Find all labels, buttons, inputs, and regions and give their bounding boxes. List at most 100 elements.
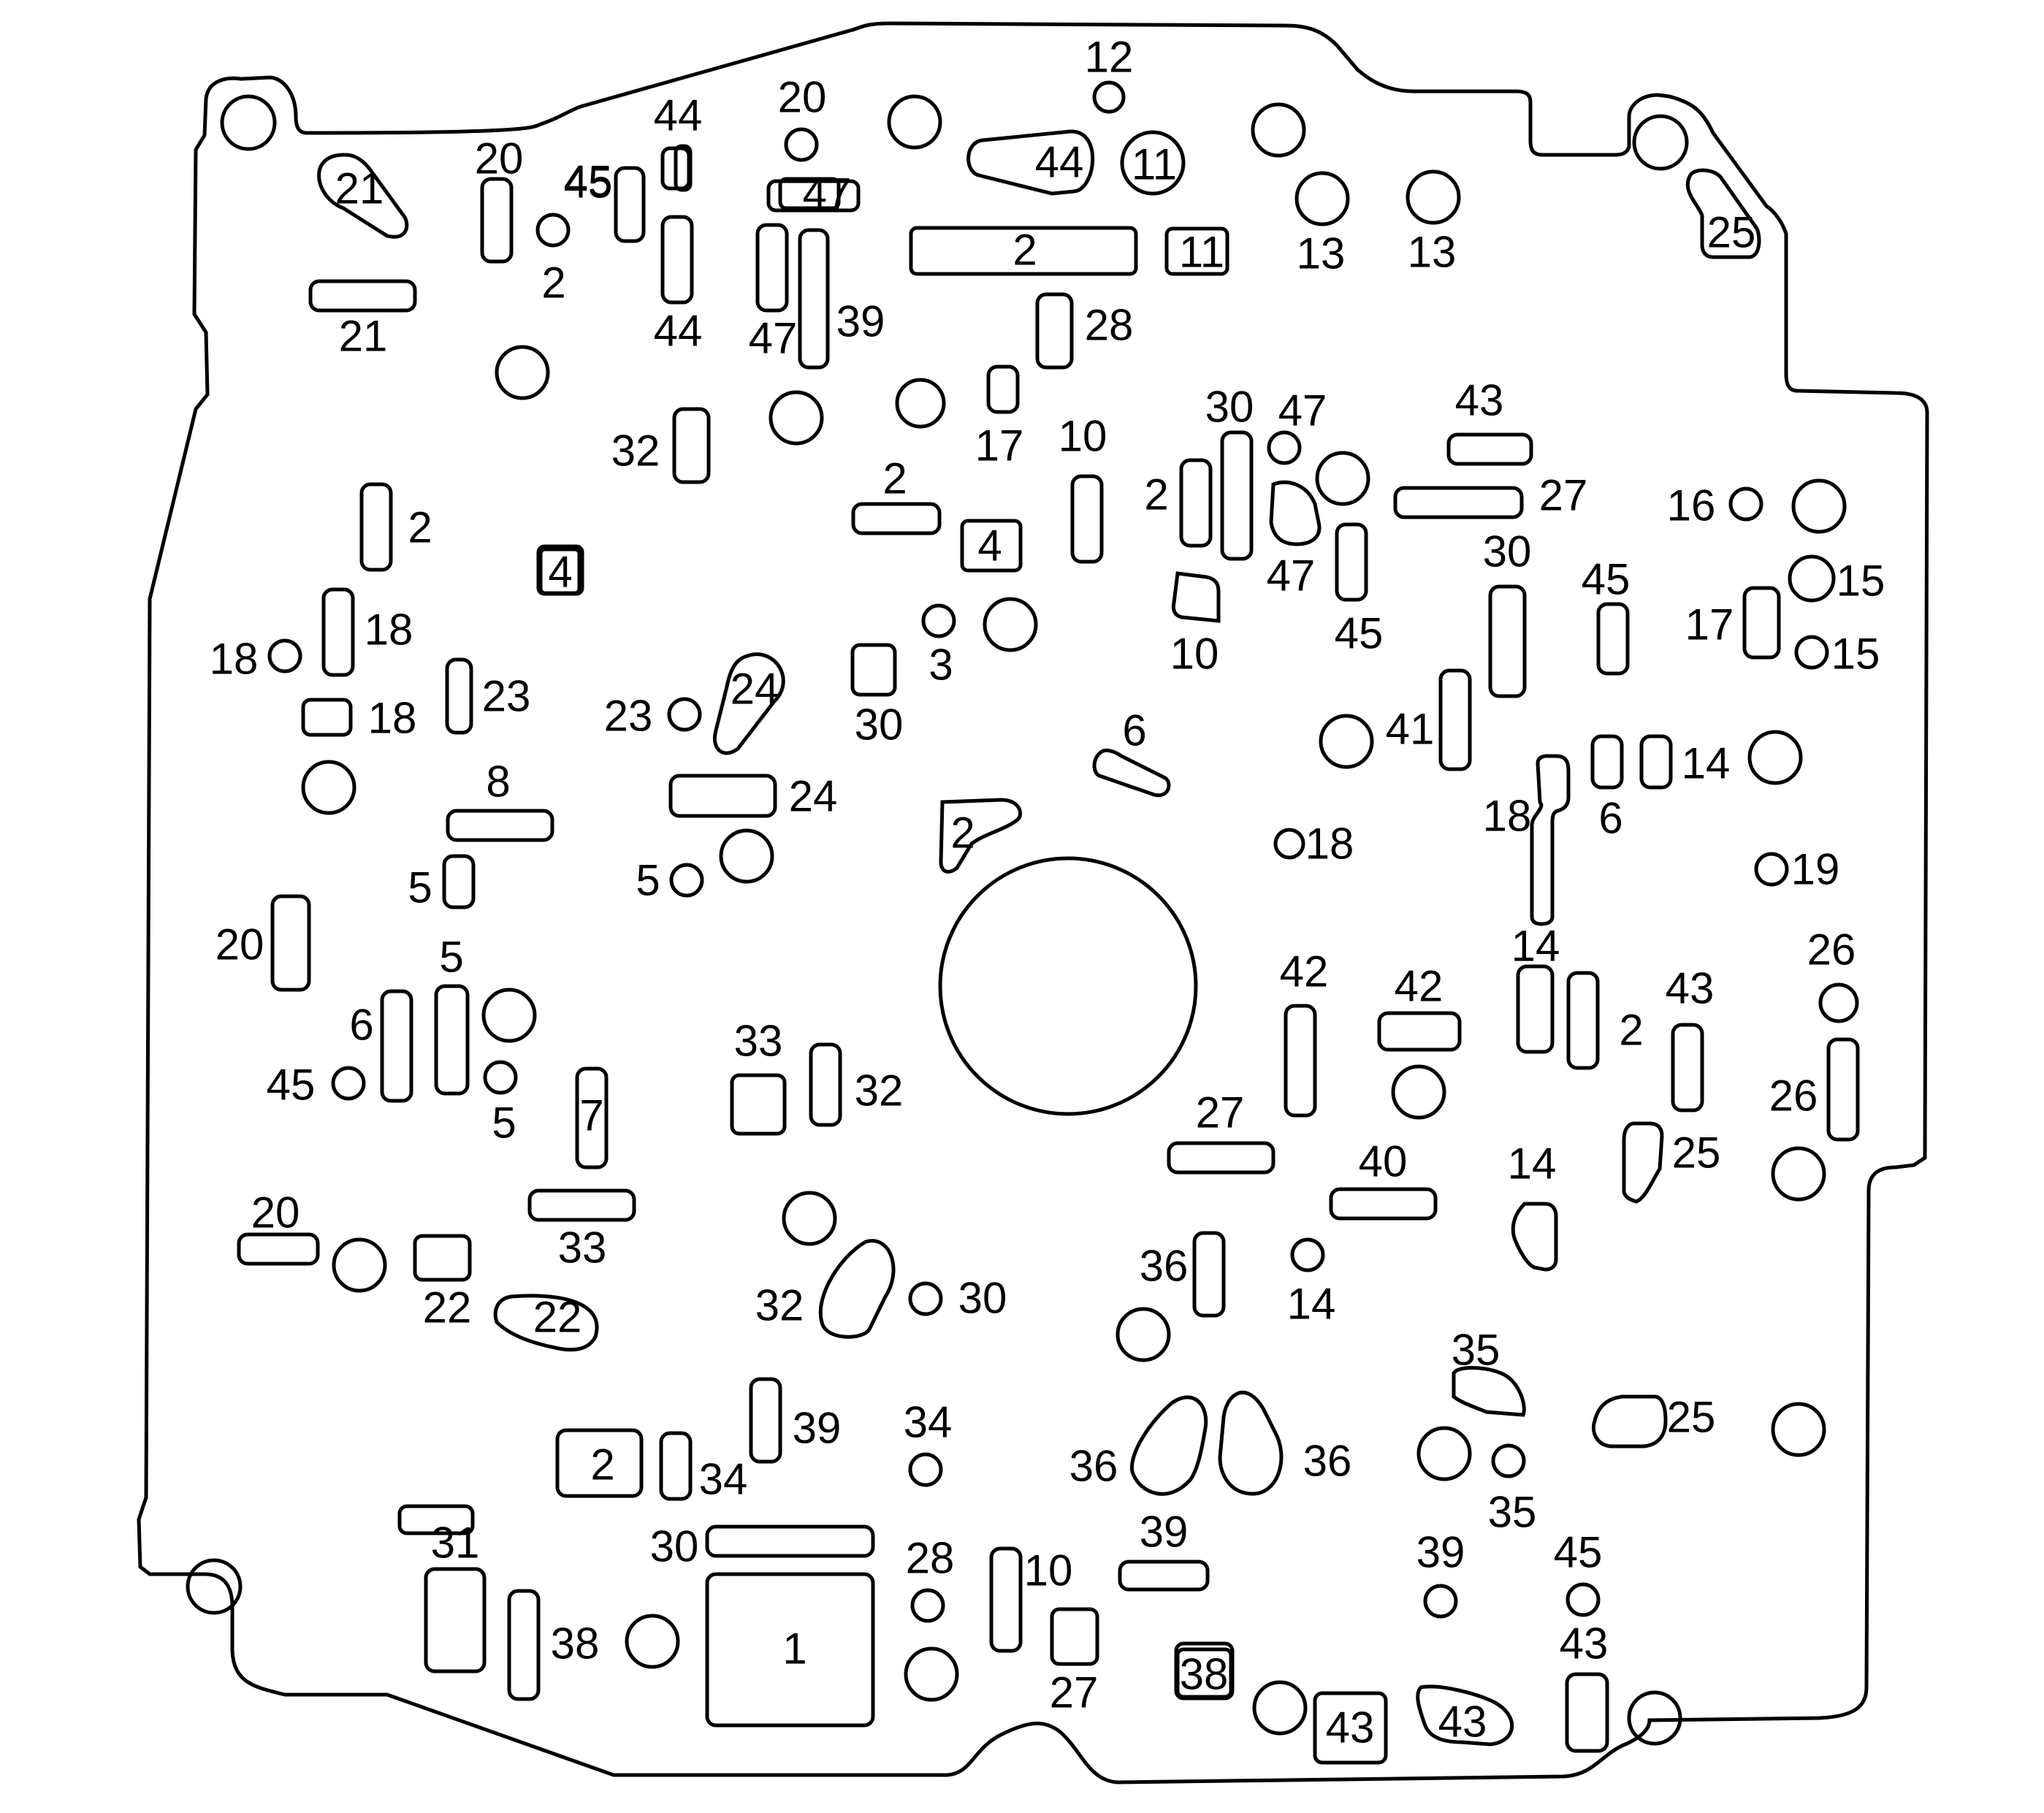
callout-label: 36 <box>1140 1242 1189 1291</box>
callout-label: 30 <box>1205 383 1254 432</box>
callout-label: 2 <box>590 1440 614 1489</box>
callout-label: 42 <box>1280 947 1329 996</box>
callout-label: 6 <box>1122 706 1146 755</box>
callout-label: 34 <box>699 1455 748 1504</box>
callout-label: 21 <box>335 164 384 213</box>
callout-label: 7 <box>579 1091 603 1140</box>
callout-label: 30 <box>855 701 904 749</box>
callout-label: 8 <box>486 757 510 806</box>
callout-label: 47 <box>749 314 798 363</box>
callout-label: 22 <box>423 1283 472 1332</box>
callout-label: 10 <box>1059 412 1107 461</box>
callout-label: 32 <box>855 1066 904 1115</box>
callout-label: 43 <box>1560 1619 1609 1668</box>
callout-label: 19 <box>1791 845 1840 894</box>
callout-label: 13 <box>1297 229 1346 278</box>
callout-label: 43 <box>1326 1703 1375 1752</box>
callout-label: 43 <box>1455 376 1504 425</box>
callout-label: 45 <box>1582 555 1631 604</box>
callout-label: 45 <box>1335 609 1384 658</box>
label-outlines <box>538 179 1233 1699</box>
callout-label: 24 <box>789 772 838 821</box>
callout-label: 44 <box>654 91 703 140</box>
callout-label: 2 <box>1013 226 1037 275</box>
callout-label: 35 <box>1488 1488 1537 1537</box>
callout-label: 11 <box>1132 140 1177 189</box>
callout-label: 18 <box>1305 820 1354 869</box>
callout-label: 42 <box>1395 962 1444 1011</box>
callout-label: 28 <box>1085 301 1134 350</box>
callout-label: 27 <box>1539 471 1588 520</box>
callout-label: 39 <box>793 1404 842 1453</box>
callout-label: 35 <box>1452 1326 1500 1375</box>
callout-label: 2 <box>950 809 975 858</box>
callout-label: 44 <box>654 307 703 356</box>
callout-label: 2 <box>882 454 907 503</box>
callout-label: 27 <box>1196 1088 1245 1137</box>
callout-label: 5 <box>439 933 463 982</box>
callout-label: 30 <box>958 1274 1007 1323</box>
callout-label: 23 <box>604 692 653 741</box>
plate-outline <box>137 21 1929 1785</box>
callout-label: 5 <box>408 863 432 912</box>
slots-and-passages <box>237 129 1860 1765</box>
callout-label: 36 <box>1069 1442 1118 1491</box>
callout-label: 16 <box>1667 481 1716 530</box>
round-ports <box>301 94 1847 1746</box>
callout-label: 14 <box>1682 739 1731 788</box>
callout-label: 39 <box>1416 1528 1465 1577</box>
callout-label: 31 <box>431 1519 480 1568</box>
callout-label: 6 <box>1598 794 1622 843</box>
callout-label: 5 <box>492 1099 516 1148</box>
callout-label: 13 <box>1408 228 1457 277</box>
callout-label: 32 <box>611 427 660 476</box>
callout-label: 30 <box>1483 527 1532 576</box>
callout-label: 38 <box>1180 1650 1229 1699</box>
callout-label: 2 <box>541 259 565 308</box>
callout-label: 44 <box>1035 138 1084 187</box>
callout-label: 1 <box>782 1625 806 1673</box>
callout-label: 21 <box>339 312 388 361</box>
callout-label: 3 <box>928 641 953 690</box>
callout-label: 33 <box>558 1224 607 1272</box>
callout-label: 15 <box>1837 557 1885 606</box>
callout-label: 32 <box>755 1281 804 1330</box>
callout-label: 2 <box>1144 470 1168 519</box>
callout-label: 25 <box>1672 1129 1721 1178</box>
callout-label: 38 <box>551 1619 600 1668</box>
callout-label: 20 <box>778 73 827 122</box>
callout-labels: 12 20 44 45 20 44 47 47 39 44 11 2 11 13… <box>210 33 1885 1752</box>
callout-label: 18 <box>210 635 259 684</box>
callout-label: 23 <box>482 672 531 721</box>
callout-label: 45 <box>564 157 613 206</box>
callout-label: 5 <box>636 856 660 905</box>
callout-label: 43 <box>1666 964 1715 1013</box>
callout-label: 24 <box>731 665 779 714</box>
callout-label: 20 <box>251 1188 300 1237</box>
callout-label: 14 <box>1511 922 1560 971</box>
callout-label: 12 <box>1085 33 1134 82</box>
callout-label: 45 <box>267 1061 316 1110</box>
callout-label: 10 <box>1170 630 1219 679</box>
callout-label: 6 <box>349 1001 373 1050</box>
callout-label: 4 <box>977 522 1002 570</box>
callout-label: 34 <box>904 1398 953 1447</box>
callout-label: 20 <box>475 134 524 183</box>
callout-label: 47 <box>803 169 852 218</box>
callout-label: 27 <box>1050 1668 1099 1717</box>
callout-label: 18 <box>368 694 417 743</box>
callout-label: 41 <box>1386 705 1435 754</box>
callout-label: 2 <box>408 503 432 552</box>
callout-label: 28 <box>906 1534 955 1583</box>
callout-label: 39 <box>836 297 885 346</box>
callout-label: 39 <box>1140 1508 1189 1557</box>
callout-label: 47 <box>1278 386 1327 435</box>
callout-label: 40 <box>1359 1137 1408 1186</box>
callout-label: 22 <box>533 1293 582 1342</box>
callout-label: 25 <box>1707 208 1756 257</box>
callout-label: 14 <box>1287 1280 1336 1329</box>
callout-label: 17 <box>975 421 1024 470</box>
callout-label: 18 <box>1483 792 1532 841</box>
callout-label: 26 <box>1807 925 1856 974</box>
